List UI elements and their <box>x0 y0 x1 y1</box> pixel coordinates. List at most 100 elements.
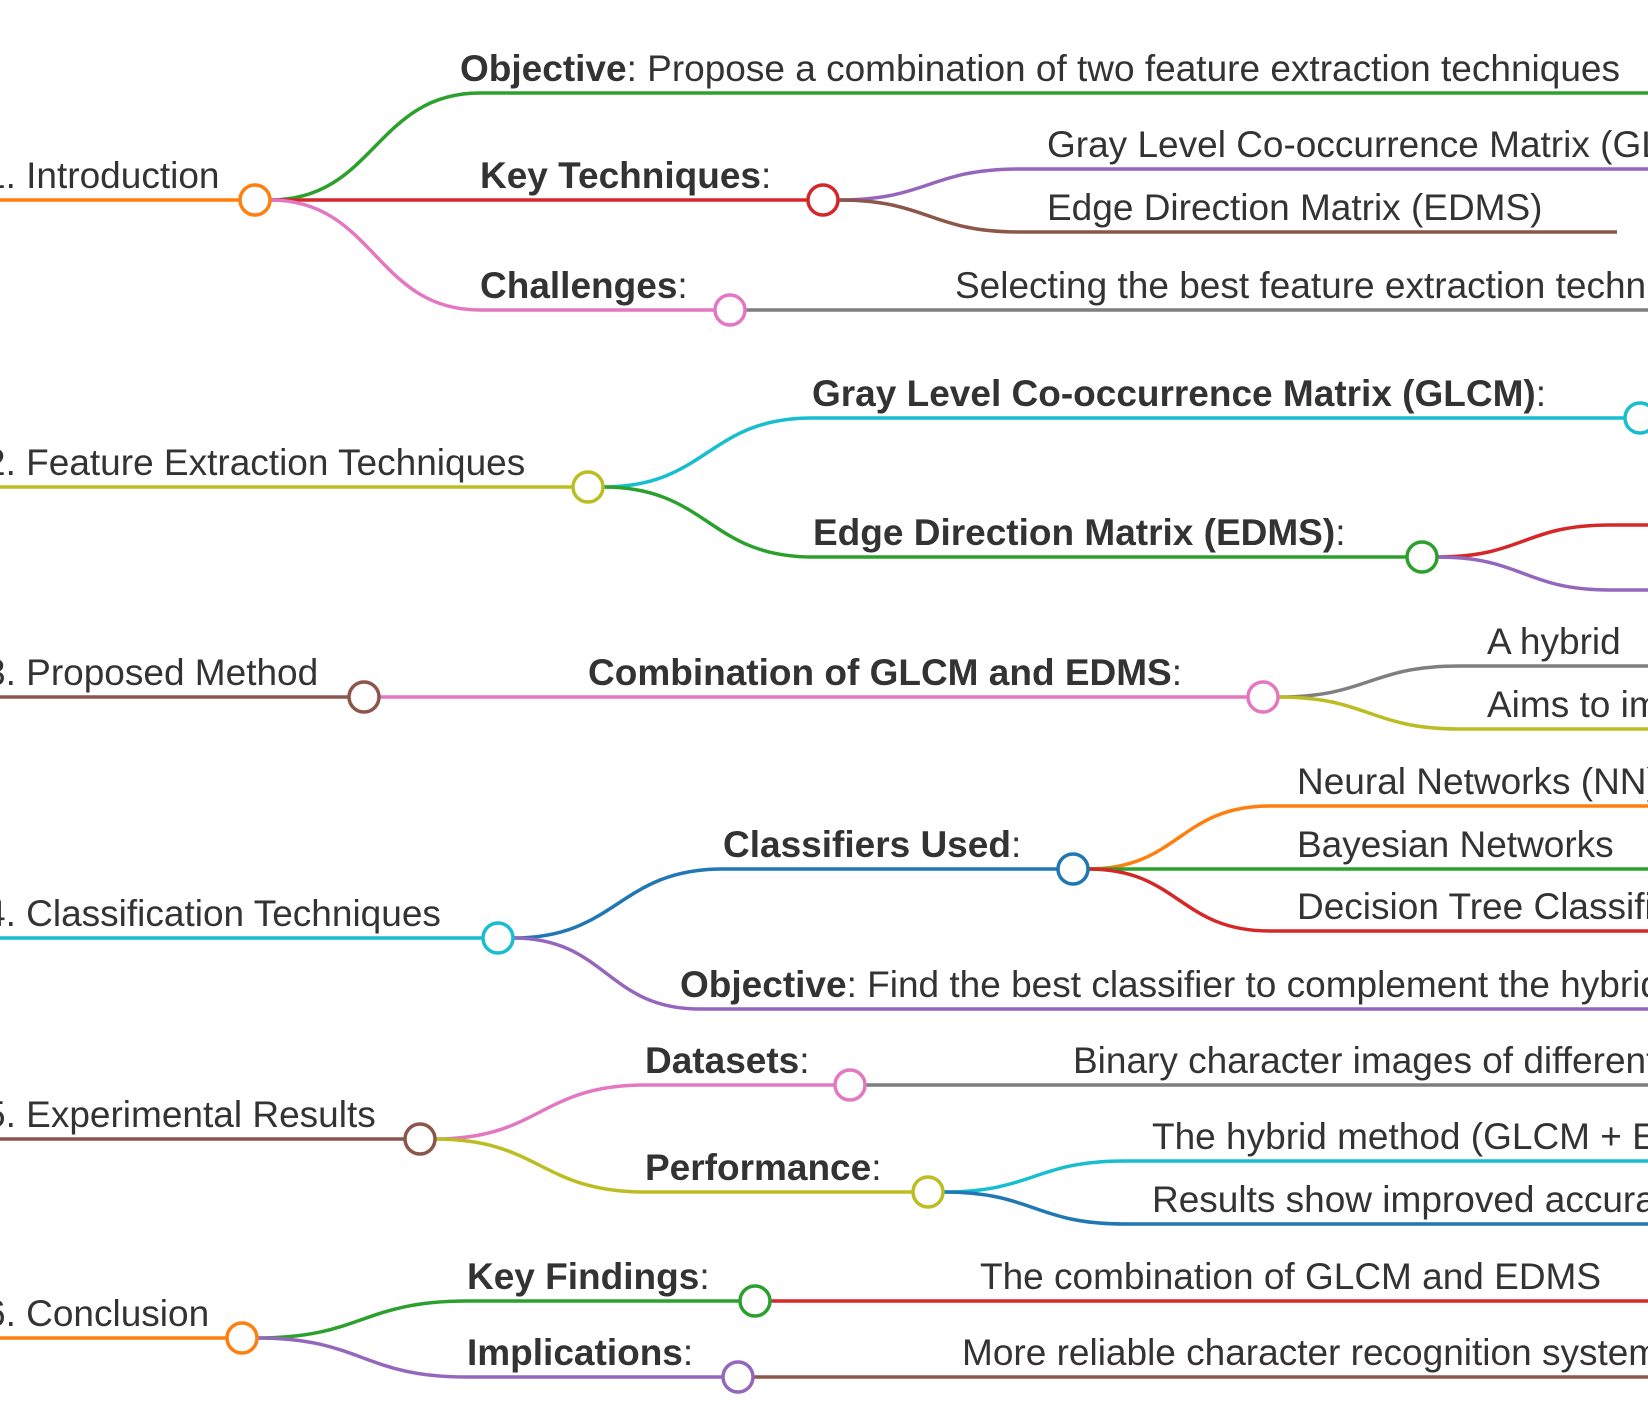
ex-pf-2-label: Results show improved accuracy <box>1152 1179 1648 1220</box>
cl-used-node-circle[interactable] <box>1056 852 1090 886</box>
fe-edms-a-edge <box>1436 523 1648 559</box>
ch-1-label: Selecting the best feature extraction te… <box>955 265 1648 306</box>
cl-used-label-bold: Classifiers Used <box>723 824 1011 865</box>
fe-edms-label-bold: Edge Direction Matrix (EDMS) <box>813 512 1335 553</box>
pm-hybrid-label-text: A hybrid <box>1487 621 1621 662</box>
ex-performance-label: Performance: <box>645 1147 882 1188</box>
intro-key-techniques-label: Key Techniques: <box>480 155 771 196</box>
cl-used-label: Classifiers Used: <box>723 824 1021 865</box>
ex-performance-label-text: : <box>871 1147 881 1188</box>
proposed-method-label: 3. Proposed Method <box>0 652 318 693</box>
co-implications-label-bold: Implications <box>467 1332 683 1373</box>
ex-datasets-node-circle[interactable] <box>833 1068 867 1102</box>
proposed-method-node-circle[interactable] <box>347 680 381 714</box>
co-findings-edge <box>256 1299 740 1340</box>
kt-edms-label-text: Edge Direction Matrix (EDMS) <box>1047 187 1543 228</box>
proposed-method-label-text: 3. Proposed Method <box>0 652 318 693</box>
conclusion-node-circle[interactable] <box>225 1321 259 1355</box>
ex-datasets-edge <box>434 1083 835 1141</box>
ch-1-label-text: Selecting the best feature extraction te… <box>955 265 1648 306</box>
introduction-label: 1. Introduction <box>0 155 219 196</box>
fe-edms-edge <box>602 485 1407 559</box>
pm-hybrid-label: A hybrid <box>1487 621 1621 662</box>
cl-dt-edge <box>1087 867 1648 933</box>
cl-dt-label: Decision Tree Classifier <box>1297 886 1648 927</box>
cl-nn-edge <box>1087 804 1648 871</box>
cl-nn-label-text: Neural Networks (NN) <box>1297 761 1648 802</box>
pm-combo-label-text: : <box>1172 652 1182 693</box>
ex-datasets-label-bold: Datasets <box>645 1040 799 1081</box>
intro-challenges-label-text: : <box>677 265 687 306</box>
ex-performance-node-circle[interactable] <box>911 1175 945 1209</box>
co-findings-label-bold: Key Findings <box>467 1256 699 1297</box>
ex-ds-1-label: Binary character images of different fon… <box>1073 1040 1648 1081</box>
classification-node-circle[interactable] <box>481 921 515 955</box>
intro-objective-label: Objective: Propose a combination of two … <box>460 48 1620 89</box>
conclusion-label: 6. Conclusion <box>0 1293 209 1334</box>
co-findings-node-circle[interactable] <box>738 1284 772 1318</box>
intro-challenges-edge <box>269 198 715 312</box>
intro-key-techniques-label-bold: Key Techniques <box>480 155 761 196</box>
intro-challenges-node-circle[interactable] <box>713 293 747 327</box>
fe-glcm-label-text: : <box>1536 373 1546 414</box>
co-implications-label: Implications: <box>467 1332 693 1373</box>
intro-key-techniques-node-circle[interactable] <box>806 183 840 217</box>
cl-nn-label: Neural Networks (NN) <box>1297 761 1648 802</box>
fe-glcm-edge <box>602 416 1625 489</box>
intro-objective-label-bold: Objective <box>460 48 627 89</box>
labels: 1. Introduction Objective: Propose a comb… <box>0 48 1648 1373</box>
classification-label: 4. Classification Techniques <box>0 893 441 934</box>
ex-pf-2-edge <box>942 1190 1648 1226</box>
ex-datasets-label: Datasets: <box>645 1040 810 1081</box>
experimental-label-text: 5. Experimental Results <box>0 1094 376 1135</box>
fe-glcm-label-bold: Gray Level Co-occurrence Matrix (GLCM) <box>812 373 1536 414</box>
pm-aims-label-text: Aims to improve <box>1487 684 1648 725</box>
cl-objective-label-text: : Find the best classifier to complement… <box>847 964 1648 1005</box>
ex-performance-edge <box>434 1137 913 1194</box>
cl-objective-label-bold: Objective <box>680 964 847 1005</box>
experimental-node-circle[interactable] <box>403 1122 437 1156</box>
ex-pf-1-label: The hybrid method (GLCM + EDMS) <box>1152 1116 1648 1157</box>
co-i-1-label: More reliable character recognition syst… <box>962 1332 1648 1373</box>
experimental-label: 5. Experimental Results <box>0 1094 376 1135</box>
co-i-1-label-text: More reliable character recognition syst… <box>962 1332 1648 1373</box>
fe-edms-label-text: : <box>1335 512 1345 553</box>
ex-pf-2-label-text: Results show improved accuracy <box>1152 1179 1648 1220</box>
ex-ds-1-label-text: Binary character images of different fon… <box>1073 1040 1648 1081</box>
cl-objective-edge <box>512 936 1648 1011</box>
pm-combo-label: Combination of GLCM and EDMS: <box>588 652 1182 693</box>
pm-combo-label-bold: Combination of GLCM and EDMS <box>588 652 1172 693</box>
introduction-label-text: 1. Introduction <box>0 155 219 196</box>
nodes <box>225 183 1648 1394</box>
fe-edms-label: Edge Direction Matrix (EDMS): <box>813 512 1345 553</box>
fe-glcm-node-circle[interactable] <box>1623 401 1648 435</box>
fe-edms-node-circle[interactable] <box>1405 540 1439 574</box>
co-f-1-label-text: The combination of GLCM and EDMS <box>980 1256 1601 1297</box>
co-implications-node-circle[interactable] <box>721 1360 755 1394</box>
cl-bn-label-text: Bayesian Networks <box>1297 824 1614 865</box>
intro-key-techniques-label-text: : <box>761 155 771 196</box>
feature-extraction-label: 2. Feature Extraction Techniques <box>0 442 525 483</box>
ex-pf-1-edge <box>942 1159 1648 1194</box>
kt-glcm-edge <box>837 167 1648 202</box>
classification-label-text: 4. Classification Techniques <box>0 893 441 934</box>
pm-combo-node-circle[interactable] <box>1246 680 1280 714</box>
cl-objective-label: Objective: Find the best classifier to c… <box>680 964 1648 1005</box>
pm-aims-label: Aims to improve <box>1487 684 1648 725</box>
ex-pf-1-label-text: The hybrid method (GLCM + EDMS) <box>1152 1116 1648 1157</box>
cl-dt-label-text: Decision Tree Classifier <box>1297 886 1648 927</box>
fe-glcm-label: Gray Level Co-occurrence Matrix (GLCM): <box>812 373 1546 414</box>
co-findings-label-text: : <box>699 1256 709 1297</box>
intro-challenges-label: Challenges: <box>480 265 688 306</box>
cl-used-edge <box>512 867 1058 940</box>
kt-glcm-label-text: Gray Level Co-occurrence Matrix (GLCM) <box>1047 124 1648 165</box>
introduction-node-circle[interactable] <box>238 183 272 217</box>
feature-extraction-node-circle[interactable] <box>571 470 605 504</box>
cl-bn-label: Bayesian Networks <box>1297 824 1614 865</box>
cl-used-label-text: : <box>1011 824 1021 865</box>
intro-challenges-label-bold: Challenges <box>480 265 677 306</box>
pm-aims-edge <box>1277 695 1648 731</box>
intro-objective-edge <box>269 91 1648 202</box>
